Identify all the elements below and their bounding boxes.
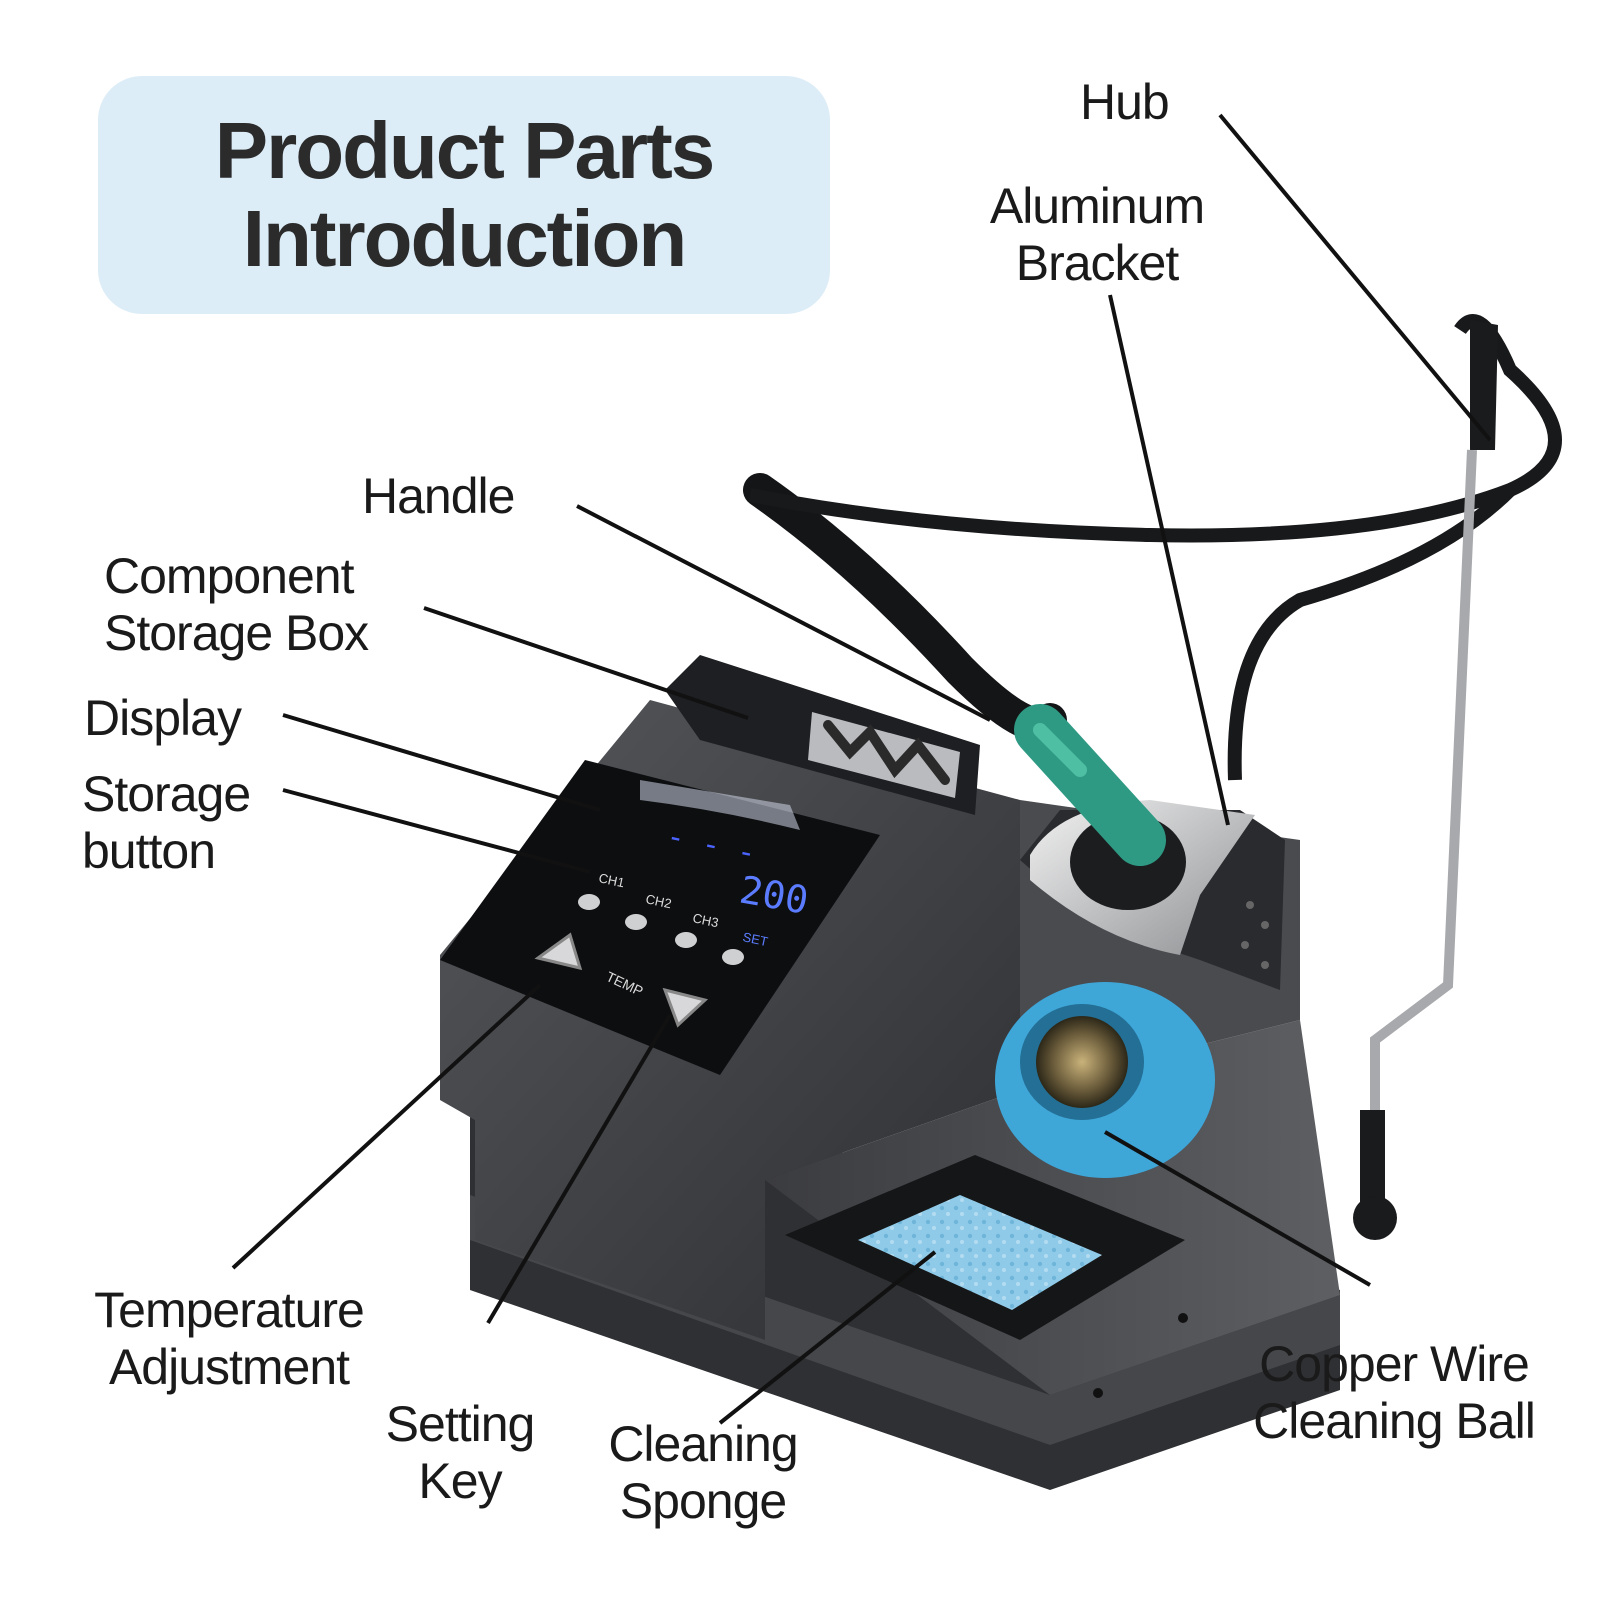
ch2-label: CH2 (644, 891, 673, 911)
label-storage-button-line1: Storage (82, 766, 251, 822)
label-cleaning-sponge: Cleaning Sponge (588, 1416, 818, 1530)
sponge-tray (785, 1155, 1185, 1340)
label-hub-text: Hub (1080, 74, 1170, 130)
component-storage-box (665, 655, 980, 815)
label-component-storage-box: Component Storage Box (104, 548, 369, 662)
temp-up-button[interactable] (534, 932, 583, 971)
cable-arm (1353, 320, 1498, 1240)
cleaning-ball-holder (995, 982, 1215, 1178)
ch2-button[interactable] (625, 914, 647, 930)
temp-down-button[interactable] (662, 987, 709, 1028)
label-temperature-adjustment-line1: Temperature (94, 1282, 365, 1338)
label-copper-wire-cleaning-ball: Copper Wire Cleaning Ball (1234, 1336, 1554, 1450)
label-cleaning-sponge-line2: Sponge (619, 1473, 787, 1529)
ch1-label: CH1 (597, 870, 626, 890)
label-storage-button-line2: button (82, 823, 216, 879)
label-component-storage-box-line1: Component (104, 548, 355, 604)
title-line-2: Introduction (242, 194, 688, 283)
label-storage-button: Storage button (82, 766, 251, 880)
display-panel: - - - 200 CH1 CH2 CH3 SET TEMP (440, 760, 880, 1075)
iron-cable-lower (1227, 485, 1515, 781)
label-hub: Hub (1080, 74, 1170, 131)
label-setting-key: Setting Key (370, 1396, 550, 1510)
cleaning-sponge (858, 1195, 1102, 1310)
label-cleaning-sponge-line1: Cleaning (608, 1416, 798, 1472)
label-display: Display (84, 690, 242, 747)
label-temperature-adjustment: Temperature Adjustment (74, 1282, 384, 1396)
ch3-label: CH3 (691, 910, 720, 930)
label-aluminum-bracket: Aluminum Bracket (972, 178, 1222, 292)
set-button[interactable] (722, 949, 744, 965)
leader-lines (231, 113, 1492, 1425)
ch1-button[interactable] (578, 894, 600, 910)
iron-handle (743, 473, 1166, 866)
label-handle: Handle (362, 468, 515, 525)
set-label: SET (741, 929, 769, 949)
label-setting-key-line2: Key (418, 1453, 502, 1509)
title-banner: Product Parts Introduction (98, 76, 830, 314)
label-aluminum-bracket-line1: Aluminum (989, 178, 1205, 234)
label-setting-key-line1: Setting (385, 1396, 536, 1452)
label-component-storage-box-line2: Storage Box (104, 605, 369, 661)
copper-wire-ball (1036, 1016, 1128, 1108)
ch3-button[interactable] (675, 932, 697, 948)
label-copper-wire-cleaning-ball-line1: Copper Wire (1259, 1336, 1530, 1392)
title-line-1: Product Parts (214, 106, 716, 195)
label-copper-wire-cleaning-ball-line2: Cleaning Ball (1253, 1393, 1536, 1449)
iron-cable (748, 314, 1562, 543)
label-temperature-adjustment-line2: Adjustment (108, 1339, 350, 1395)
label-handle-text: Handle (362, 468, 515, 524)
label-aluminum-bracket-line2: Bracket (1015, 235, 1180, 291)
label-display-text: Display (84, 690, 242, 746)
